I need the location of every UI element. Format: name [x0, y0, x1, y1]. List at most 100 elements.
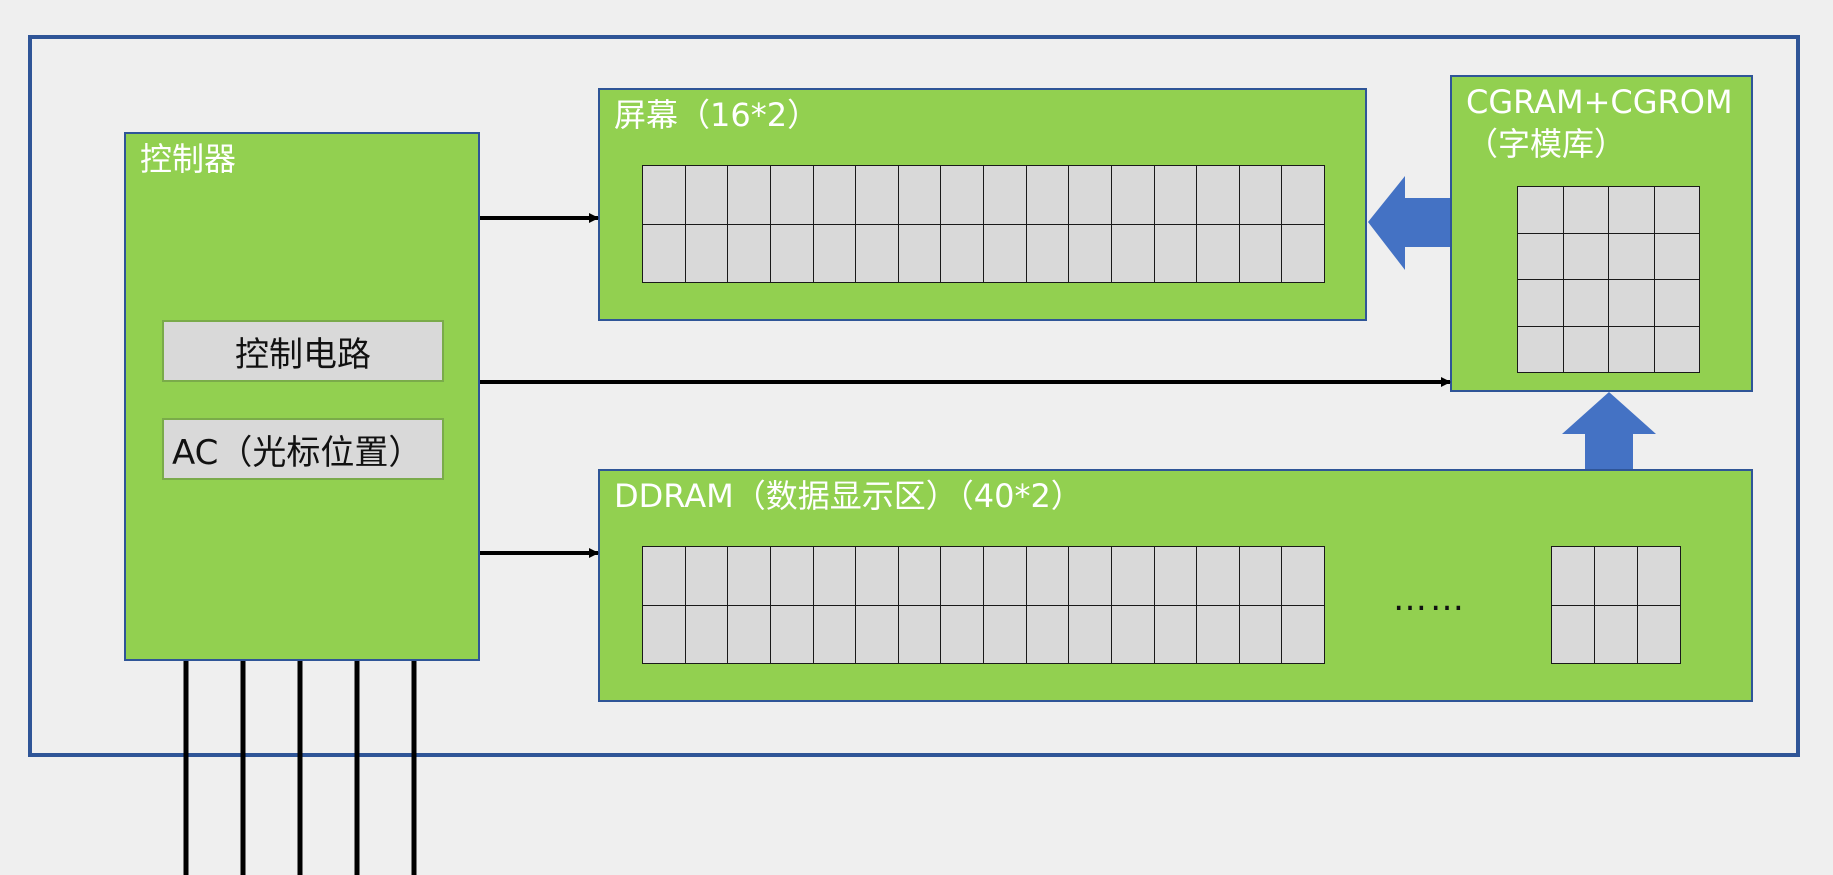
ddram-title: DDRAM（数据显示区）（40*2）: [614, 477, 1083, 515]
grid-cell: [1282, 605, 1324, 663]
grid-cell: [1282, 224, 1324, 282]
grid-cell: [1197, 166, 1239, 224]
cgram-grid: [1517, 186, 1700, 373]
grid-cell: [898, 547, 941, 605]
grid-cell: [1239, 605, 1282, 663]
grid-cell: [1563, 280, 1608, 326]
grid-cell: [685, 547, 728, 605]
grid-cell: [898, 166, 941, 224]
grid-cell: [984, 224, 1026, 282]
grid-cell: [728, 166, 770, 224]
grid-cell: [1654, 326, 1699, 372]
grid-cell: [1069, 224, 1111, 282]
grid-cell: [941, 547, 983, 605]
grid-cell: [813, 605, 856, 663]
ddram-grid-main: [642, 546, 1325, 664]
grid-cell: [1154, 547, 1197, 605]
grid-cell: [1239, 166, 1282, 224]
grid-cell: [941, 605, 983, 663]
grid-cell: [1154, 605, 1197, 663]
grid-cell: [728, 605, 770, 663]
grid-cell: [1069, 605, 1111, 663]
grid-cell: [728, 547, 770, 605]
grid-cell: [685, 605, 728, 663]
controller-block: 控制器 控制电路 AC（光标位置）: [124, 132, 480, 661]
grid-cell: [770, 547, 813, 605]
grid-cell: [643, 224, 685, 282]
grid-cell: [1518, 233, 1563, 279]
grid-cell: [770, 166, 813, 224]
cgram-block: CGRAM+CGROM （字模库）: [1450, 75, 1753, 392]
grid-cell: [1552, 547, 1594, 605]
screen-block: 屏幕（16*2）: [598, 88, 1367, 321]
grid-cell: [941, 224, 983, 282]
grid-cell: [685, 224, 728, 282]
grid-cell: [856, 605, 898, 663]
ac-cursor-label: AC（光标位置）: [172, 432, 423, 473]
ac-cursor-box: AC（光标位置）: [162, 418, 444, 480]
grid-cell: [1518, 280, 1563, 326]
grid-cell: [1026, 605, 1069, 663]
grid-cell: [1239, 224, 1282, 282]
grid-cell: [1518, 326, 1563, 372]
screen-title: 屏幕（16*2）: [614, 96, 820, 134]
ddram-to-cgram-big-arrow: [1562, 392, 1656, 469]
cgram-to-screen-big-arrow: [1368, 176, 1450, 270]
grid-cell: [813, 547, 856, 605]
grid-cell: [813, 224, 856, 282]
grid-cell: [1026, 166, 1069, 224]
grid-cell: [1563, 326, 1608, 372]
cgram-title-line1: CGRAM+CGROM: [1466, 83, 1733, 121]
ddram-ellipsis: ……: [1393, 579, 1467, 619]
grid-cell: [1111, 605, 1154, 663]
grid-cell: [770, 605, 813, 663]
grid-cell: [898, 605, 941, 663]
grid-cell: [1563, 233, 1608, 279]
grid-cell: [1518, 187, 1563, 233]
grid-cell: [1654, 280, 1699, 326]
grid-cell: [770, 224, 813, 282]
ddram-grid-tail: [1551, 546, 1681, 664]
grid-cell: [1595, 547, 1637, 605]
grid-cell: [1239, 547, 1282, 605]
screen-grid: [642, 165, 1325, 283]
grid-cell: [1609, 326, 1654, 372]
grid-cell: [1609, 233, 1654, 279]
grid-cell: [643, 547, 685, 605]
grid-cell: [1563, 187, 1608, 233]
grid-cell: [1609, 187, 1654, 233]
grid-cell: [1197, 224, 1239, 282]
grid-cell: [898, 224, 941, 282]
grid-cell: [1282, 166, 1324, 224]
grid-cell: [856, 166, 898, 224]
grid-cell: [685, 166, 728, 224]
grid-cell: [728, 224, 770, 282]
grid-cell: [1197, 547, 1239, 605]
grid-cell: [813, 166, 856, 224]
grid-cell: [1154, 224, 1197, 282]
grid-cell: [1111, 547, 1154, 605]
grid-cell: [941, 166, 983, 224]
grid-cell: [1111, 224, 1154, 282]
grid-cell: [1282, 547, 1324, 605]
grid-cell: [984, 166, 1026, 224]
grid-cell: [984, 547, 1026, 605]
grid-cell: [984, 605, 1026, 663]
grid-cell: [643, 605, 685, 663]
grid-cell: [1552, 605, 1594, 663]
grid-cell: [643, 166, 685, 224]
grid-cell: [1069, 547, 1111, 605]
cgram-title-line2: （字模库）: [1466, 125, 1627, 163]
grid-cell: [1111, 166, 1154, 224]
grid-cell: [856, 547, 898, 605]
grid-cell: [1069, 166, 1111, 224]
grid-cell: [1638, 605, 1680, 663]
grid-cell: [1154, 166, 1197, 224]
control-circuit-box: 控制电路: [162, 320, 444, 382]
ddram-block: DDRAM（数据显示区）（40*2） ……: [598, 469, 1753, 702]
controller-title: 控制器: [140, 140, 237, 178]
control-circuit-label: 控制电路: [235, 334, 371, 375]
grid-cell: [1654, 233, 1699, 279]
